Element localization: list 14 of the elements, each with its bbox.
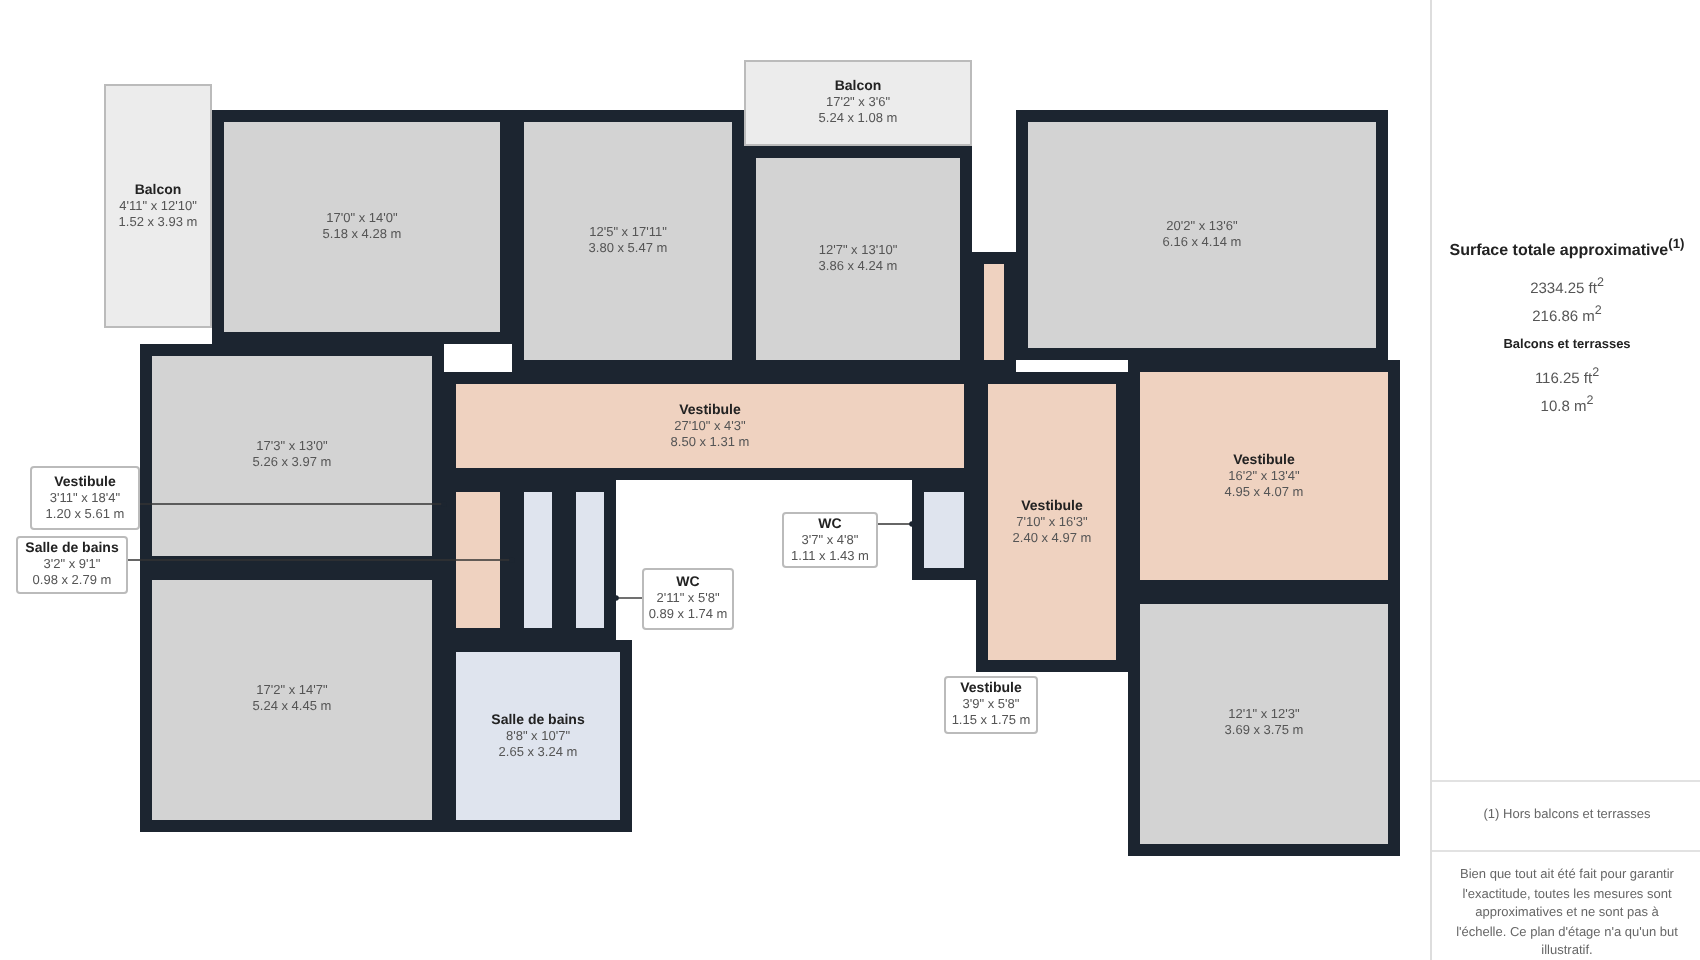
leader-line [127, 557, 515, 563]
balcony-area [104, 84, 212, 328]
room-area [1128, 592, 1400, 856]
room-callout [642, 568, 734, 630]
leader-line [613, 595, 643, 601]
balcony-area [744, 60, 972, 146]
room-callout [16, 536, 128, 594]
room-area [1016, 110, 1388, 360]
area-heading: Surface totale approximative$^{(1)}$ [1447, 236, 1687, 262]
room-callout [782, 512, 878, 568]
room-callout [30, 466, 140, 530]
leader-line [877, 521, 915, 527]
leader-line [139, 501, 447, 507]
room-callout [944, 676, 1038, 734]
